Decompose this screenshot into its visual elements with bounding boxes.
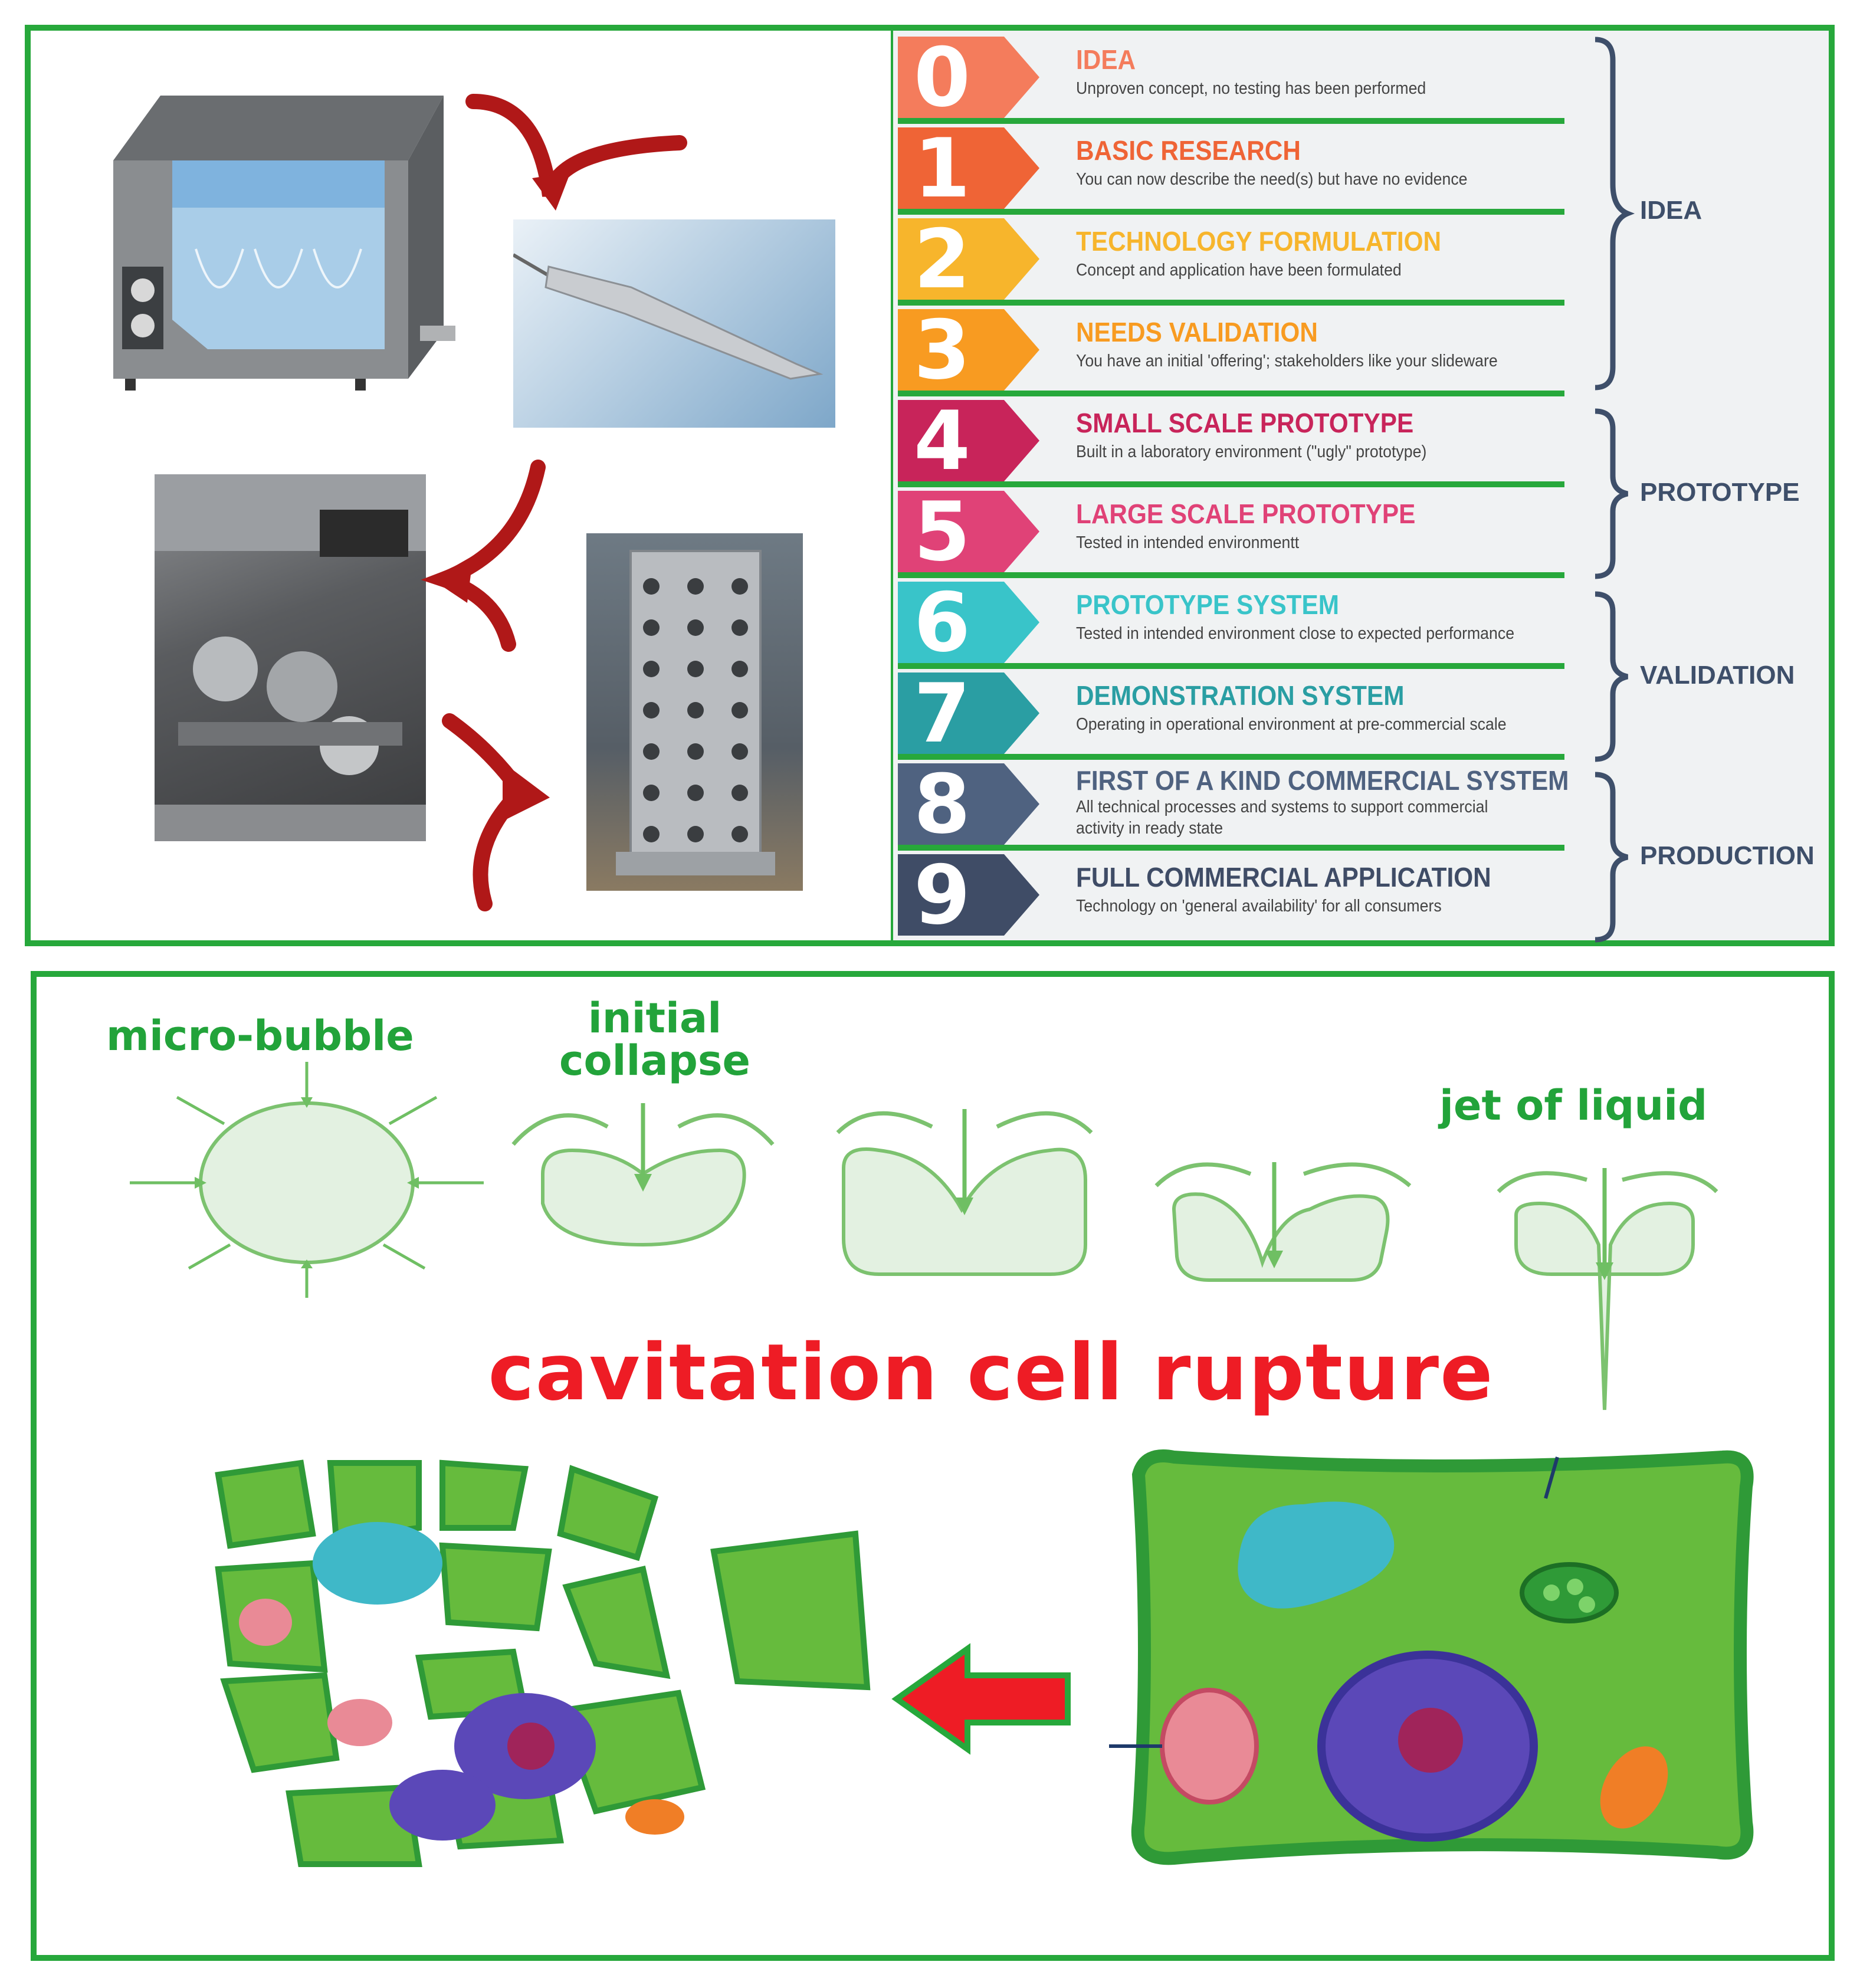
trl-row: 0 IDEA Unproven concept, no testing has … <box>893 33 1572 123</box>
trl-row: 5 LARGE SCALE PROTOTYPE Tested in intend… <box>893 487 1572 577</box>
phase-label: IDEA <box>1640 196 1702 225</box>
trl-row: 8 FIRST OF A KIND COMMERCIAL SYSTEM All … <box>893 760 1572 849</box>
divider <box>898 118 1564 124</box>
phase-bracket <box>1595 772 1629 943</box>
trl-number: 3 <box>913 303 971 398</box>
trl-chevron <box>898 672 1039 754</box>
trl-row: 6 PROTOTYPE SYSTEM Tested in intended en… <box>893 578 1572 668</box>
trl-title: PROTOTYPE SYSTEM <box>1076 589 1340 620</box>
trl-description: You can now describe the need(s) but hav… <box>1076 170 1468 189</box>
micro-bubble-label: micro-bubble <box>106 1012 414 1060</box>
trl-chevron <box>898 127 1039 209</box>
trl-chevron <box>898 582 1039 663</box>
trl-chevron <box>898 763 1039 845</box>
trl-title: TECHNOLOGY FORMULATION <box>1076 226 1442 257</box>
phase-bracket <box>1595 408 1629 579</box>
trl-row: 4 SMALL SCALE PROTOTYPE Built in a labor… <box>893 396 1572 486</box>
phase-label: PROTOTYPE <box>1640 478 1800 507</box>
jet-of-liquid-label: jet of liquid <box>1439 1081 1708 1130</box>
trl-chevron <box>898 37 1039 118</box>
trl-chevron <box>898 309 1039 391</box>
divider <box>898 663 1564 669</box>
trl-row: 9 FULL COMMERCIAL APPLICATION Technology… <box>893 851 1572 940</box>
trl-description: Tested in intended environment close to … <box>1076 624 1515 643</box>
divider <box>898 845 1564 851</box>
divider <box>898 572 1564 578</box>
trl-title: FULL COMMERCIAL APPLICATION <box>1076 862 1491 893</box>
trl-chevron <box>898 491 1039 572</box>
trl-title: FIRST OF A KIND COMMERCIAL SYSTEM <box>1076 765 1569 796</box>
trl-number: 1 <box>913 121 971 216</box>
trl-number: 8 <box>913 757 971 852</box>
initial-collapse-line-2: collapse <box>559 1036 751 1085</box>
trl-description: Tested in intended environmentt <box>1076 533 1300 552</box>
phase-label: VALIDATION <box>1640 661 1795 690</box>
divider <box>898 754 1564 760</box>
trl-number: 4 <box>913 393 971 488</box>
trl-number: 0 <box>913 30 971 125</box>
trl-description: Technology on 'general availability' for… <box>1076 897 1442 916</box>
collapse-stage-3 <box>836 1109 1093 1276</box>
trl-description: Unproven concept, no testing has been pe… <box>1076 79 1426 98</box>
micro-bubble-stage <box>130 1062 484 1298</box>
diagram-title: cavitation cell rupture <box>488 1327 1494 1418</box>
trl-number: 5 <box>913 484 971 579</box>
trl-row: 3 NEEDS VALIDATION You have an initial '… <box>893 306 1572 395</box>
red-arrow-icon <box>421 460 546 652</box>
homogenizer-machine-photo <box>155 474 426 841</box>
trl-number: 2 <box>913 212 971 307</box>
trl-scale: 0 IDEA Unproven concept, no testing has … <box>891 31 1829 943</box>
multi-transducer-reactor-photo <box>586 533 803 891</box>
trl-row: 1 BASIC RESEARCH You can now describe th… <box>893 124 1572 214</box>
trl-number: 7 <box>913 666 971 761</box>
trl-title: LARGE SCALE PROTOTYPE <box>1076 498 1416 529</box>
intact-cell-illustration <box>1109 1449 1754 1865</box>
divider <box>898 481 1564 487</box>
trl-title: NEEDS VALIDATION <box>1076 317 1318 347</box>
liquid-jet-stage <box>1497 1168 1718 1410</box>
phase-bracket <box>1595 37 1635 391</box>
trl-number: 6 <box>913 575 971 670</box>
trl-description: Built in a laboratory environment ("ugly… <box>1076 442 1427 461</box>
trl-title: SMALL SCALE PROTOTYPE <box>1076 408 1414 438</box>
trl-title: DEMONSTRATION SYSTEM <box>1076 680 1405 711</box>
phase-bracket <box>1595 591 1629 762</box>
trl-row: 2 TECHNOLOGY FORMULATION Concept and app… <box>893 215 1572 304</box>
trl-chevron <box>898 854 1039 936</box>
ultrasonic-bath-illustration <box>113 96 455 391</box>
ruptured-cell-illustration <box>215 1459 871 1867</box>
phase-label: PRODUCTION <box>1640 841 1815 870</box>
trl-description: Concept and application have been formul… <box>1076 261 1402 280</box>
trl-number: 9 <box>913 848 971 943</box>
collapse-stage-4 <box>1154 1162 1412 1282</box>
divider <box>898 209 1564 215</box>
initial-collapse-line-1: initial <box>588 994 722 1042</box>
trl-panel: 0 IDEA Unproven concept, no testing has … <box>25 25 1835 946</box>
trl-title: IDEA <box>1076 44 1136 75</box>
initial-collapse-label: initial collapse <box>519 997 790 1082</box>
red-arrow-icon <box>442 713 550 911</box>
divider <box>898 391 1564 396</box>
trl-chevron <box>898 218 1039 300</box>
trl-row: 7 DEMONSTRATION SYSTEM Operating in oper… <box>893 669 1572 759</box>
divider <box>898 300 1564 306</box>
trl-description: Operating in operational environment at … <box>1076 715 1507 734</box>
trl-description: You have an initial 'offering'; stakehol… <box>1076 352 1498 370</box>
trl-description: All technical processes and systems to s… <box>1076 798 1488 838</box>
trl-title: BASIC RESEARCH <box>1076 135 1301 166</box>
red-left-arrow-icon <box>891 1643 1071 1755</box>
red-arrow-icon <box>465 94 687 211</box>
ultrasonic-probe-photo <box>513 219 835 428</box>
trl-chevron <box>898 400 1039 481</box>
initial-collapse-stage <box>511 1103 775 1247</box>
